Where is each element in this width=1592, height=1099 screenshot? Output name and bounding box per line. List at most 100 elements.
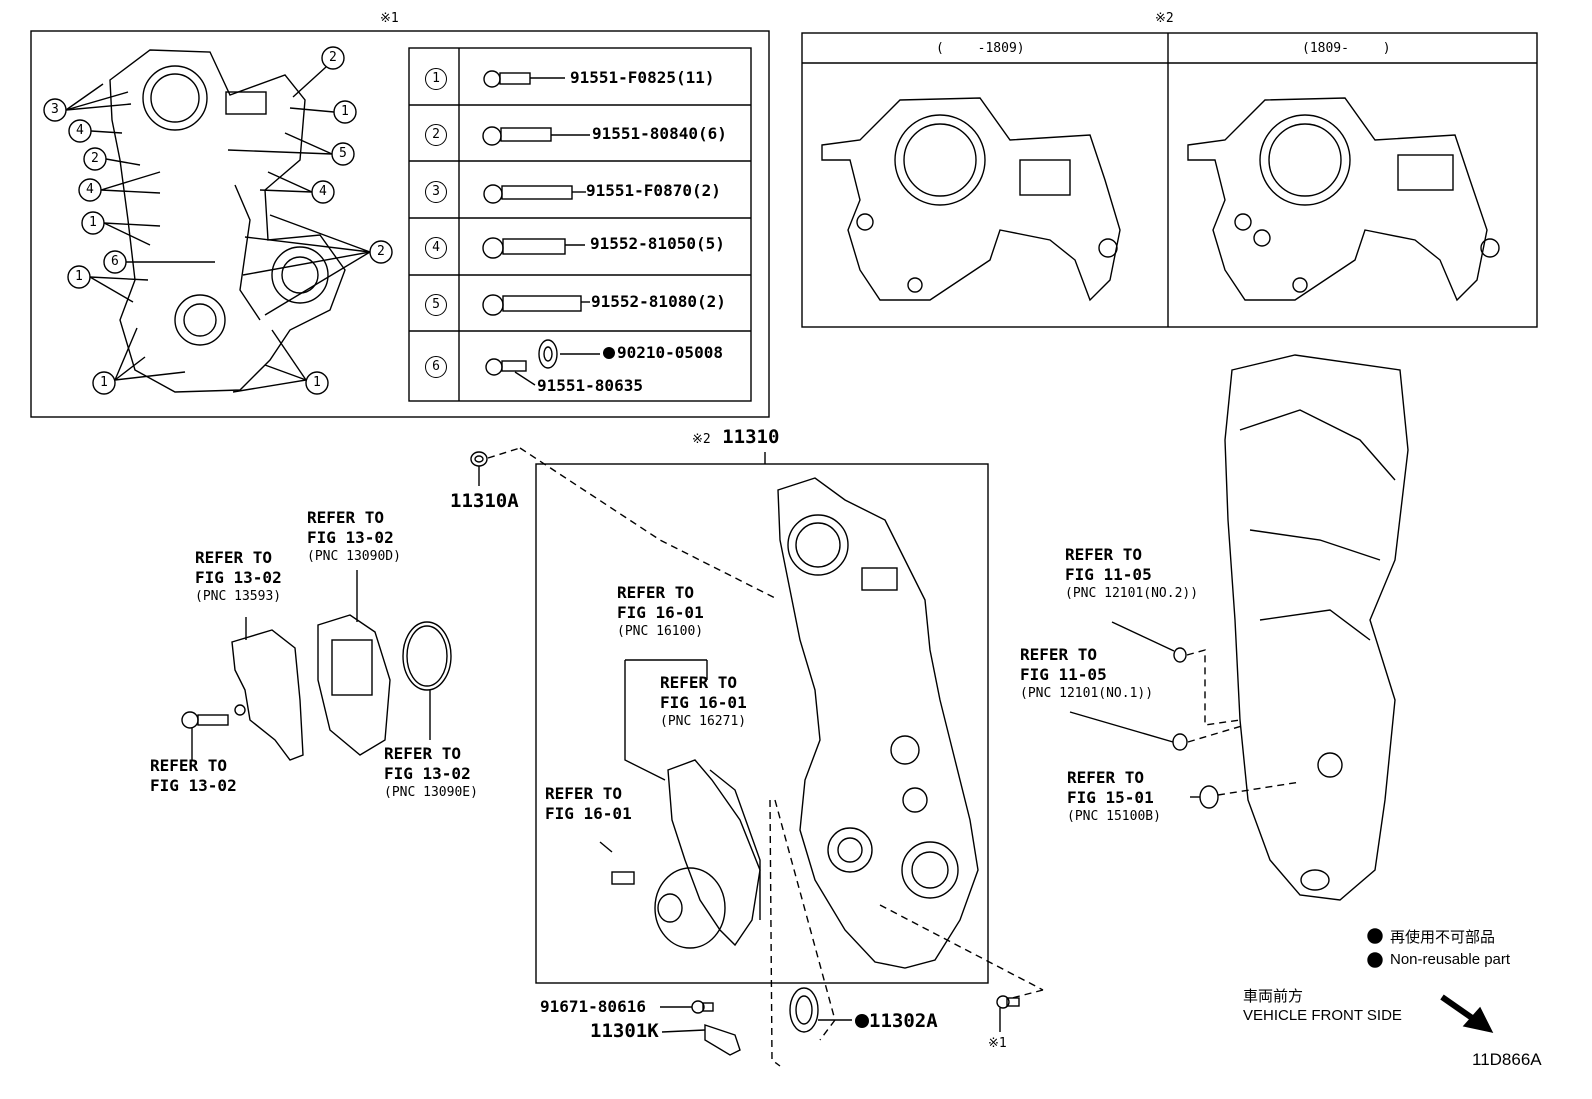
bolt-table-num-1: 1 [425,68,447,90]
bolt-table-part-3: 91551-F0870(2) [586,181,721,200]
callout-num: 2 [329,50,337,65]
callout-num: 6 [111,254,119,269]
refer-line: REFER TO [660,673,738,692]
part-cover-label: ※2 11310 [692,426,779,449]
part-sensor-bolt-label: 91671-80616 [540,997,646,1016]
refer-line: FIG 15-01 [1067,788,1154,807]
non-reusable-dot-icon [603,347,615,359]
note2-mark: ※2 [1155,11,1174,26]
bolt-table-part-2: 91551-80840(6) [592,124,727,143]
refer-line: (PNC 12101(NO.2)) [1065,586,1199,601]
refer-line: REFER TO [150,756,228,775]
refer-line: (PNC 13090D) [307,549,401,564]
part-cover-number: 11310 [722,426,780,448]
refer-label-13593: REFER TO FIG 13-02 (PNC 13593) [195,548,282,606]
callout-num: 1 [100,375,108,390]
bolt-table-num-5: 5 [425,294,447,316]
refer-label-12101-no2: REFER TO FIG 11-05 (PNC 12101(NO.2)) [1065,545,1198,603]
refer-label-15100b: REFER TO FIG 15-01 (PNC 15100B) [1067,768,1161,826]
callout-num: 1 [313,375,321,390]
bolt-table-num-4: 4 [425,237,447,259]
variant-label-early: ( -1809) [936,41,1025,56]
legend-bullet [1367,952,1383,968]
figure-id: 11D866A [1472,1050,1542,1069]
refer-label-pump-bolt: REFER TO FIG 16-01 [545,784,632,824]
refer-line: FIG 13-02 [307,528,394,547]
refer-label-13090e: REFER TO FIG 13-02 (PNC 13090E) [384,744,478,802]
water-pump-drawing [599,659,761,949]
bolt-table-part-5: 91552-81080(2) [591,292,726,311]
part-seal-number: 11302A [869,1010,938,1032]
bolt-icon [482,70,600,386]
refer-label-bolt: REFER TO FIG 13-02 [150,756,237,796]
refer-line: REFER TO [1020,645,1098,664]
legend-en: Non-reusable part [1390,951,1511,968]
refer-line: REFER TO [1067,768,1145,787]
callout-num: 2 [377,244,385,259]
refer-line: (PNC 15100B) [1067,809,1161,824]
refer-line: FIG 16-01 [617,603,704,622]
cover-assembly-frame [535,463,989,984]
refer-line: FIG 13-02 [150,776,237,795]
refer-line: FIG 13-02 [384,764,471,783]
callout-num: 4 [86,182,94,197]
bolt-table-grid [408,47,752,402]
refer-line: FIG 13-02 [195,568,282,587]
refer-line: FIG 11-05 [1020,665,1107,684]
refer-line: REFER TO [1065,545,1143,564]
direction-en: VEHICLE FRONT SIDE [1243,1007,1402,1024]
vehicle-front-arrow-icon [1440,994,1494,1033]
callout-num: 4 [319,184,327,199]
bolt-table-num-3: 3 [425,181,447,203]
part-sensor-label: 11301K [590,1020,659,1042]
part-plug-label: 11310A [450,490,519,512]
variant-cover-drawing [821,97,1500,302]
refer-line: REFER TO [307,508,385,527]
bolt-table-part-1: 91551-F0825(11) [570,68,715,87]
bolt-table-part-4: 91552-81050(5) [590,234,725,253]
variant-frame [801,32,1538,328]
part-seal-label: 11302A [855,1010,938,1032]
legend-bullet [1367,928,1383,944]
timing-cover-drawing [777,477,979,969]
callout-num: 1 [75,269,83,284]
refer-line: REFER TO [384,744,462,763]
refer-label-13090d: REFER TO FIG 13-02 (PNC 13090D) [307,508,401,566]
overview-callout-leaders [43,46,393,395]
refer-line: FIG 11-05 [1065,565,1152,584]
refer-line: (PNC 16100) [617,624,704,639]
callout-num: 4 [76,123,84,138]
left-parts-drawing [181,570,452,761]
refer-line: FIG 16-01 [660,693,747,712]
refer-line: REFER TO [545,784,623,803]
overview-cover-drawing [109,49,346,393]
callout-num: 1 [89,215,97,230]
legend-jp: 再使用不可部品 [1390,929,1496,946]
note1-mark: ※1 [380,11,399,26]
engine-block-drawing [1069,354,1409,901]
refer-line: (PNC 16271) [660,714,747,729]
bolt-table-num-2: 2 [425,124,447,146]
part-bolt-mark: ※1 [988,1036,1007,1051]
dashed-leaders [487,447,1301,1067]
part-cover-mark: ※2 [692,432,711,447]
bolt-table-part-6b: 91551-80635 [537,376,643,395]
callout-num: 2 [91,151,99,166]
refer-line: FIG 16-01 [545,804,632,823]
overview-frame [30,30,770,418]
refer-line: (PNC 13593) [195,589,282,604]
refer-line: (PNC 13090E) [384,785,478,800]
bolt-table-part-6a: 90210-05008 [617,343,723,362]
refer-label-16271: REFER TO FIG 16-01 (PNC 16271) [660,673,747,731]
callout-num: 5 [339,146,347,161]
refer-line: (PNC 12101(NO.1)) [1020,686,1154,701]
bolt-table-part-6: 90210-05008 [603,343,723,362]
seal-and-sensor-drawing [660,987,1020,1056]
direction-jp: 車両前方 [1243,988,1304,1005]
plug-11310a-drawing [470,451,488,486]
refer-line: REFER TO [617,583,695,602]
callout-num: 3 [51,102,59,117]
refer-line: REFER TO [195,548,273,567]
refer-label-16100: REFER TO FIG 16-01 (PNC 16100) [617,583,704,641]
